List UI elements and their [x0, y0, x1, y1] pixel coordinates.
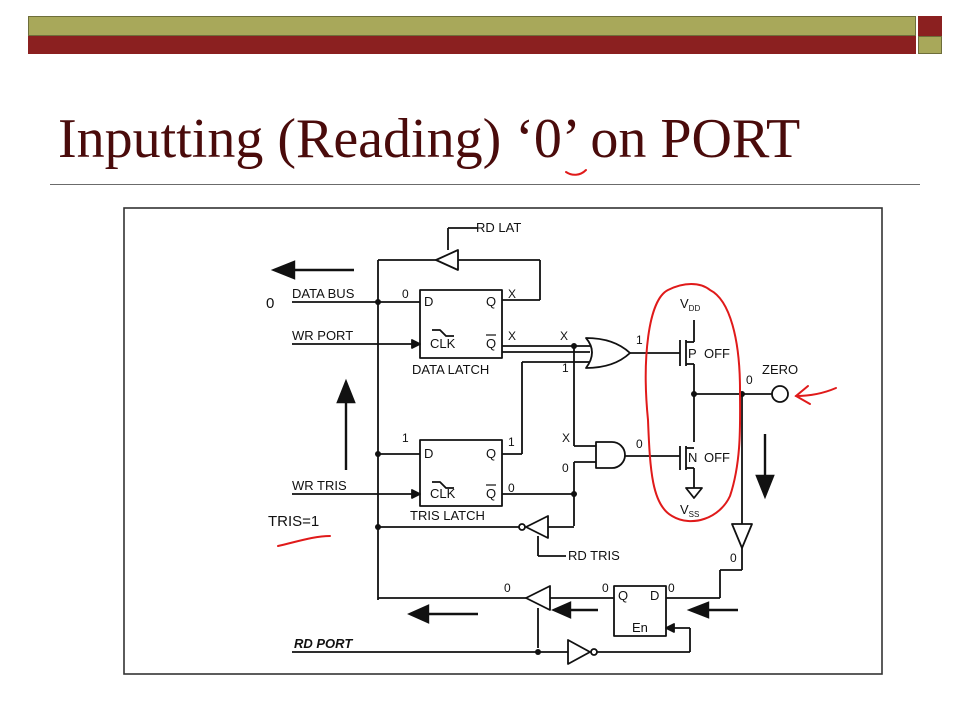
top-olive-bar [28, 16, 916, 36]
slide-decoration-bars [28, 16, 942, 54]
data-bus-label: DATA BUS [292, 286, 355, 301]
and-input-x: X [562, 431, 570, 445]
rd-port-label: RD PORT [294, 636, 353, 651]
slide-title: Inputting (Reading) ‘0’ on PORT [58, 108, 801, 170]
tris-latch-clk-pin: CLK [430, 486, 456, 501]
or-input-1: 1 [562, 361, 569, 375]
or-gate [585, 337, 631, 369]
data-latch-clk-edge [432, 329, 454, 337]
input-latch-d-pin: D [650, 588, 659, 603]
rd-tris-label: RD TRIS [568, 548, 620, 563]
data-latch-clk-pin: CLK [430, 336, 456, 351]
tris-latch-label: TRIS LATCH [410, 508, 485, 523]
rd-lat-label: RD LAT [476, 220, 521, 235]
input-latch-en-pin: En [632, 620, 648, 635]
input-latch-box [613, 585, 667, 637]
driver-circle-mark [644, 283, 742, 523]
pad-arrow-head [794, 385, 811, 405]
tris-latch-q-pin: Q [486, 446, 496, 461]
data-latch-q-pin: Q [486, 294, 496, 309]
data-latch-box [419, 289, 503, 359]
rd-port-buffer [525, 585, 551, 611]
input-latch-q-value: 0 [602, 581, 609, 595]
vdd-label: VDD [680, 296, 700, 313]
tris-qbar-value: 0 [508, 481, 515, 495]
data-bus-value: 0 [266, 295, 274, 312]
wr-port-label: WR PORT [292, 328, 353, 343]
pad-arrow-shaft [795, 387, 837, 397]
corner-red-square [918, 16, 942, 36]
pmos-p-label: P [688, 346, 697, 361]
figure-frame [123, 207, 883, 675]
tris-latch-qbar-pin: Q [486, 486, 496, 501]
latch-qbar-value: X [508, 329, 516, 343]
data-latch-d-pin: D [424, 294, 433, 309]
tris-latch-box [419, 439, 503, 507]
input-latch-q-pin: Q [618, 588, 628, 603]
vss-label: VSS [680, 502, 699, 519]
input-buffer [731, 523, 753, 549]
zero-pad-label: ZERO [762, 362, 798, 377]
title-divider [50, 184, 920, 185]
wr-tris-label: WR TRIS [292, 478, 347, 493]
tris-annotation: TRIS=1 [268, 513, 319, 530]
tris-underline [277, 535, 331, 547]
zero-pad-circle [771, 385, 789, 403]
corner-olive-square [918, 36, 942, 54]
and-input-0: 0 [562, 461, 569, 475]
nmos-n-label: N [688, 450, 697, 465]
tris-q-value: 1 [508, 435, 515, 449]
pmos-off-label: OFF [704, 346, 730, 361]
tris-latch-clk-edge [432, 481, 454, 489]
title-zero-underline [565, 169, 587, 176]
and-gate [595, 441, 626, 469]
vss-ground-symbol [685, 487, 703, 499]
pad-node-value: 0 [746, 373, 753, 387]
data-latch-label: DATA LATCH [412, 362, 489, 377]
and-output: 0 [636, 437, 643, 451]
or-input-x: X [560, 329, 568, 343]
tris-latch-d-pin: D [424, 446, 433, 461]
input-latch-d-value: 0 [668, 581, 675, 595]
rd-port-inverter [567, 639, 591, 665]
or-output: 1 [636, 333, 643, 347]
flow-arrows [270, 260, 775, 624]
input-buffer-value: 0 [730, 551, 737, 565]
rd-port-value: 0 [504, 581, 511, 595]
red-annotations [277, 169, 837, 547]
latch-q-value: X [508, 287, 516, 301]
tris-d-value: 1 [402, 431, 409, 445]
nmos-off-label: OFF [704, 450, 730, 465]
latch-d-value: 0 [402, 287, 409, 301]
top-red-bar [28, 36, 916, 54]
data-latch-qbar-pin: Q [486, 336, 496, 351]
